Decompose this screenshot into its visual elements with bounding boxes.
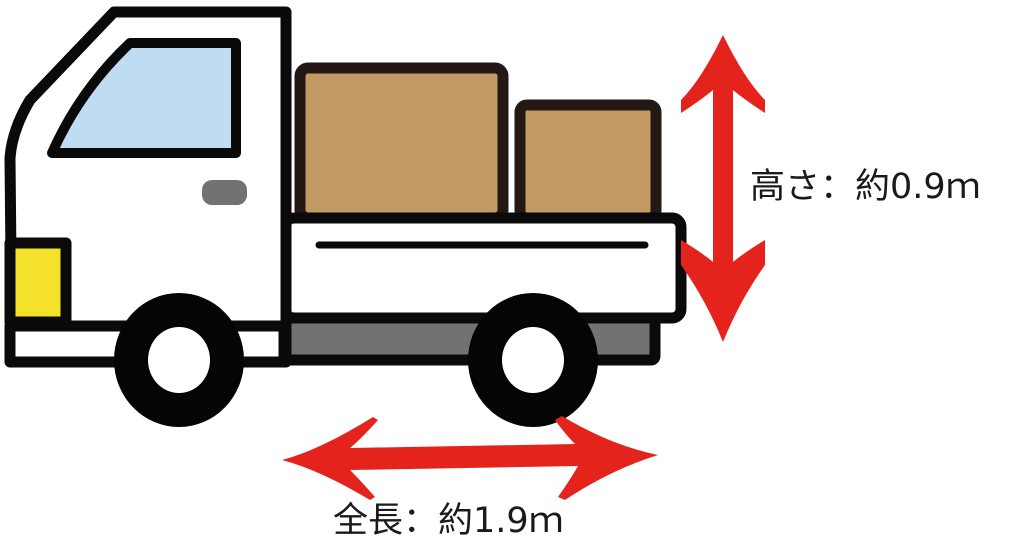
headlight [4, 237, 72, 328]
height-label: 高さ：約0.9ｍ [750, 167, 981, 207]
truck-bed [279, 212, 687, 324]
rear-wheel [468, 293, 598, 427]
cab-window [47, 38, 241, 158]
length-label: 全長：約1.9ｍ [333, 501, 564, 541]
front-wheel [114, 293, 244, 427]
truck-cab [4, 6, 292, 368]
cargo-box-small [514, 99, 662, 224]
door-handle [202, 180, 247, 205]
cargo-box-large [294, 62, 509, 224]
height-arrow [681, 35, 765, 342]
length-arrow [282, 416, 658, 500]
